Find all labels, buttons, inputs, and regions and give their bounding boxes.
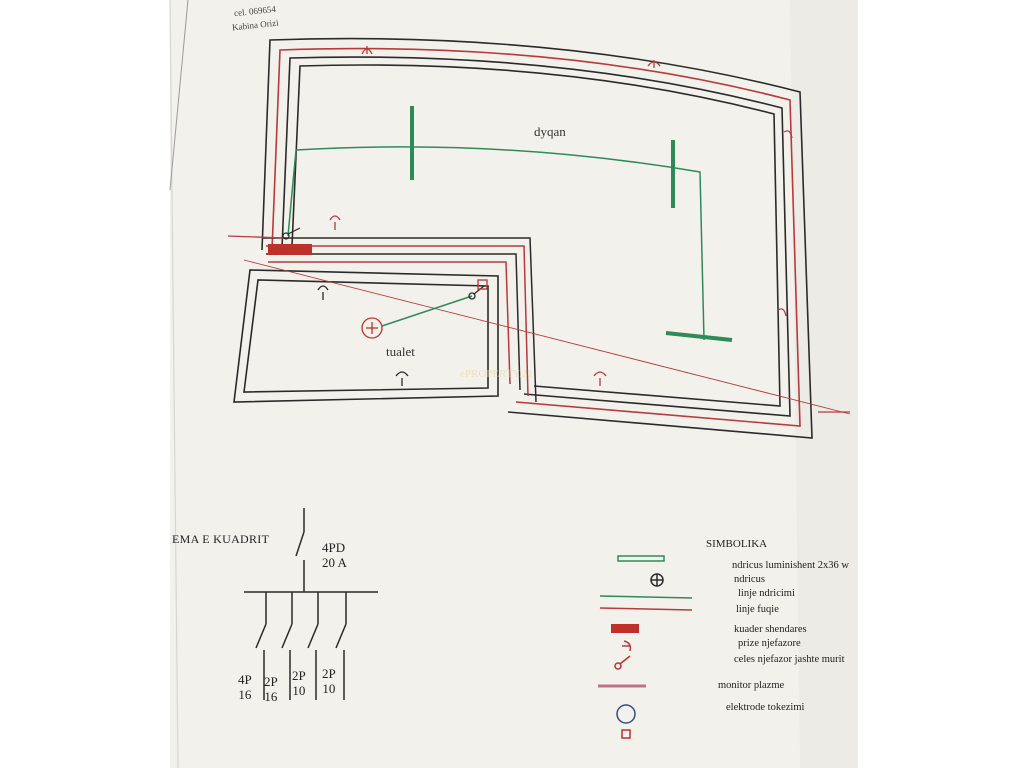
toilet-items [317,279,488,386]
paper-fold-shadow [790,0,858,768]
partition-walls [262,237,537,403]
fluorescent-lamp-3 [665,331,733,342]
legend-label-socket: prize njefazore [738,638,801,649]
junction-box-icon [621,729,631,739]
breaker-3-amps: 10 [292,683,306,698]
distribution-panel [268,244,312,255]
single-socket-icon [622,640,632,652]
room-label-toilet: tualet [386,344,415,359]
breaker-1-poles: 4P [238,672,252,687]
legend-label-lighting-line: linje ndricimi [738,588,795,599]
shop-sockets [329,46,793,386]
paper-fold-line [169,0,179,768]
legend-label-power-line: linje fuqie [736,604,779,615]
distribution-panel-icon [611,624,639,633]
main-breaker-poles: 4PD [322,540,346,555]
legend-title: SIMBOLIKA [706,538,768,550]
legend-label-tv: monitor plazme [718,680,785,691]
breaker-schema [244,508,378,700]
shop-lighting-line [287,146,705,341]
breaker-2-label: 2P 16 [264,674,278,704]
earth-electrode-icon [616,704,636,724]
schema-title: EMA E KUADRIT [172,532,270,546]
fluorescent-lamp-icon [617,555,665,562]
breaker-2-amps: 16 [264,689,278,704]
breaker-3-label: 2P 10 [292,668,306,698]
legend-label-light: ndricus [734,574,765,585]
legend-label-switch: celes njefazor jashte murit [734,654,845,665]
legend-symbols [598,555,693,739]
breaker-2-poles: 2P [264,674,278,689]
breaker-4-amps: 10 [322,681,336,696]
main-breaker-label: 4PD 20 A [322,540,347,570]
legend-label-fluorescent: ndricus luminishent 2x36 w [732,560,849,571]
watermark: ePROPERTY.21 [460,368,533,380]
legend-label-panel: kuader shendares [734,624,807,635]
lighting-line-icon [599,595,693,599]
ceiling-light-icon [650,573,664,587]
breaker-1-label: 4P 16 [238,672,252,702]
breaker-3-poles: 2P [292,668,306,683]
paper-edge-line [169,0,189,191]
toilet-walls [233,269,499,403]
panel-feeders [227,235,851,415]
wall-switch-icon [614,655,631,670]
breaker-4-poles: 2P [322,666,336,681]
breaker-4-label: 2P 10 [322,666,336,696]
legend-label-electrode: elektrode tokezimi [726,702,805,713]
breaker-1-amps: 16 [238,687,252,702]
shop-outer-walls [261,37,813,439]
room-label-shop: dyqan [534,124,566,139]
panel-switch [282,227,301,240]
socket-line-icon [599,607,693,611]
paper-sheet [170,0,858,768]
main-breaker-amps: 20 A [322,555,347,570]
